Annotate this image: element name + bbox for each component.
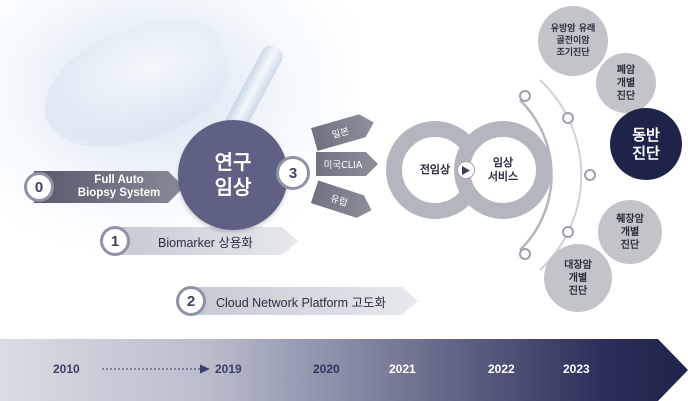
step0-label-line2: Biopsy System [77,187,161,199]
step0-label-line1: Full Auto [94,174,144,186]
step0-ribbon: Full Auto Biopsy System [34,171,184,203]
arc-node [584,169,596,181]
research-clinical-circle: 연구 임상 [178,120,288,230]
pancreas-line3: 진단 [620,239,640,251]
play-arrow-icon [457,161,475,179]
colon-line1: 대장암 [564,259,592,271]
lung-line2: 개별 [616,77,636,89]
step3-number: 3 [288,164,298,182]
companion-line2: 진단 [632,144,660,162]
breast-line3: 조기진단 [556,48,590,58]
year-2023: 2023 [563,362,590,376]
timeline-bar [0,339,688,401]
step1-number: 1 [110,232,120,250]
step0-number: 0 [34,178,44,196]
year-2020: 2020 [313,362,340,376]
year-2021: 2021 [389,362,416,376]
arc-node [519,248,531,260]
companion-line1: 동반 [632,126,660,144]
breast-line2: 골전이암 [556,36,590,46]
breast-line1: 유방암 유래 [550,24,596,34]
step2-label: Cloud Network Platform 고도화 [216,295,386,310]
colon-line3: 진단 [568,285,588,297]
year-2010: 2010 [53,362,80,376]
region-arrow-usa-clia: 미국CLIA [316,152,378,176]
region-label-japan: 일본 [330,125,351,142]
year-2019: 2019 [215,362,242,376]
lung-line1: 폐암 [616,64,636,76]
year-2022: 2022 [488,362,515,376]
companion-diagnostics-bubble: 동반 진단 [610,108,682,180]
arc-node [519,90,531,102]
clinical-service-line1: 임상 [492,156,514,169]
pancreas-line1: 췌장암 [616,213,644,225]
arc-path-outer [539,79,583,271]
step1-ribbon: Biomarker 상용화 [112,227,298,255]
arc-node [562,226,574,238]
colon-cancer-bubble: 대장암 개별 진단 [544,244,612,312]
arc-path [519,99,553,251]
step2-number-badge: 2 [176,286,206,316]
pancreas-line2: 개별 [620,226,640,238]
region-label-europe: 유럽 [328,193,349,210]
step2-ribbon: Cloud Network Platform 고도화 [188,287,418,315]
step1-number-badge: 1 [100,226,130,256]
step0-number-badge: 0 [24,172,54,202]
pancreatic-cancer-bubble: 췌장암 개별 진단 [598,200,662,264]
breast-cancer-bubble: 유방암 유래 골전이암 조기진단 [538,6,608,76]
lung-cancer-bubble: 폐암 개별 진단 [596,53,656,113]
lung-line3: 진단 [616,90,636,102]
step2-number: 2 [186,292,196,310]
colon-line2: 개별 [568,272,588,284]
timeline-dotted-arrow [102,364,210,374]
step1-label: Biomarker 상용화 [158,235,253,250]
step3-number-badge: 3 [276,156,310,190]
region-label-usa-clia: 미국CLIA [323,160,363,171]
center-line2: 임상 [214,175,252,199]
arc-node [562,112,574,124]
center-line1: 연구 [214,150,252,174]
clinical-service-line2: 서비스 [487,170,519,183]
outcome-connector-arc [519,79,596,271]
preclinical-label: 전임상 [419,163,451,176]
